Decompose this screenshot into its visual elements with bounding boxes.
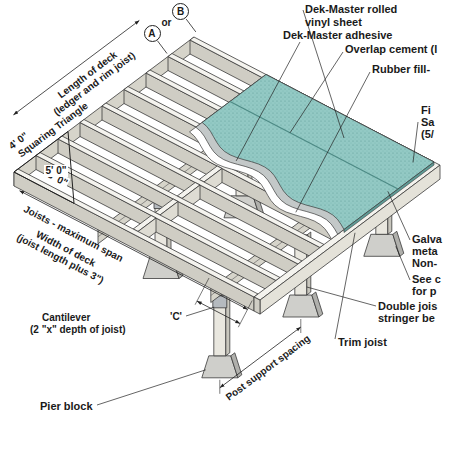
extension-line xyxy=(238,301,252,328)
part-label: Galva xyxy=(412,233,442,245)
leader-line xyxy=(186,307,214,316)
joist xyxy=(14,169,258,297)
dimension-label: 5' 0" xyxy=(44,165,67,177)
adhesive-layer xyxy=(196,75,434,235)
joist-side xyxy=(14,172,254,311)
part-label: vinyl sheet xyxy=(305,16,362,28)
part-label: Trim joist xyxy=(338,336,387,348)
callout-text: or xyxy=(161,17,171,29)
part-label: stringer be xyxy=(378,312,435,324)
trim-joist-end xyxy=(254,297,260,314)
vinyl-edge xyxy=(344,162,434,233)
leader-line xyxy=(290,52,343,133)
leader-line xyxy=(413,122,418,163)
part-label: Overlap cement (l xyxy=(345,43,437,55)
callout-circle: B xyxy=(172,3,189,20)
callout-letter: A xyxy=(148,28,155,39)
callout-circle: A xyxy=(144,25,161,42)
leader-line xyxy=(396,246,410,280)
overlap-seam xyxy=(230,102,398,190)
leader-line xyxy=(236,42,300,161)
part-label: Dek-Master rolled xyxy=(305,3,397,15)
squaring-hypotenuse xyxy=(68,132,74,204)
extension-line xyxy=(300,319,301,333)
part-label: Rubber fill- xyxy=(372,63,430,75)
callout-letter: B xyxy=(177,6,184,17)
part-label: for p xyxy=(412,285,436,297)
dimension-label: Cantilever xyxy=(42,312,90,324)
dimension-label: (2 "x" depth of joist) xyxy=(30,324,126,336)
pier-block-side xyxy=(312,292,323,317)
cantilever-dimension xyxy=(197,301,240,324)
leader-line xyxy=(97,370,206,405)
pier-block-side xyxy=(231,353,242,378)
part-label: Double jois xyxy=(378,300,437,312)
part-label: Non- xyxy=(412,257,437,269)
part-label: Fi xyxy=(421,104,431,116)
post xyxy=(214,296,226,356)
leader-line xyxy=(335,233,355,339)
leader-line xyxy=(296,72,370,212)
part-label: Dek-Master adhesive xyxy=(283,29,392,41)
extension-line xyxy=(195,278,209,305)
vinyl-sheet xyxy=(202,75,434,230)
leader-line xyxy=(388,191,410,240)
callout-leader xyxy=(157,41,167,54)
dimension-label: 'C' xyxy=(170,311,182,323)
part-label: Pier block xyxy=(40,400,93,412)
part-label: meta xyxy=(412,245,438,257)
callout-leader xyxy=(186,19,196,32)
part-label: (5/ xyxy=(421,128,434,140)
dimension-label: Post support spacing xyxy=(224,333,313,404)
part-label: Sa xyxy=(421,116,434,128)
extension-line xyxy=(219,380,220,394)
part-label: See c xyxy=(412,273,441,285)
